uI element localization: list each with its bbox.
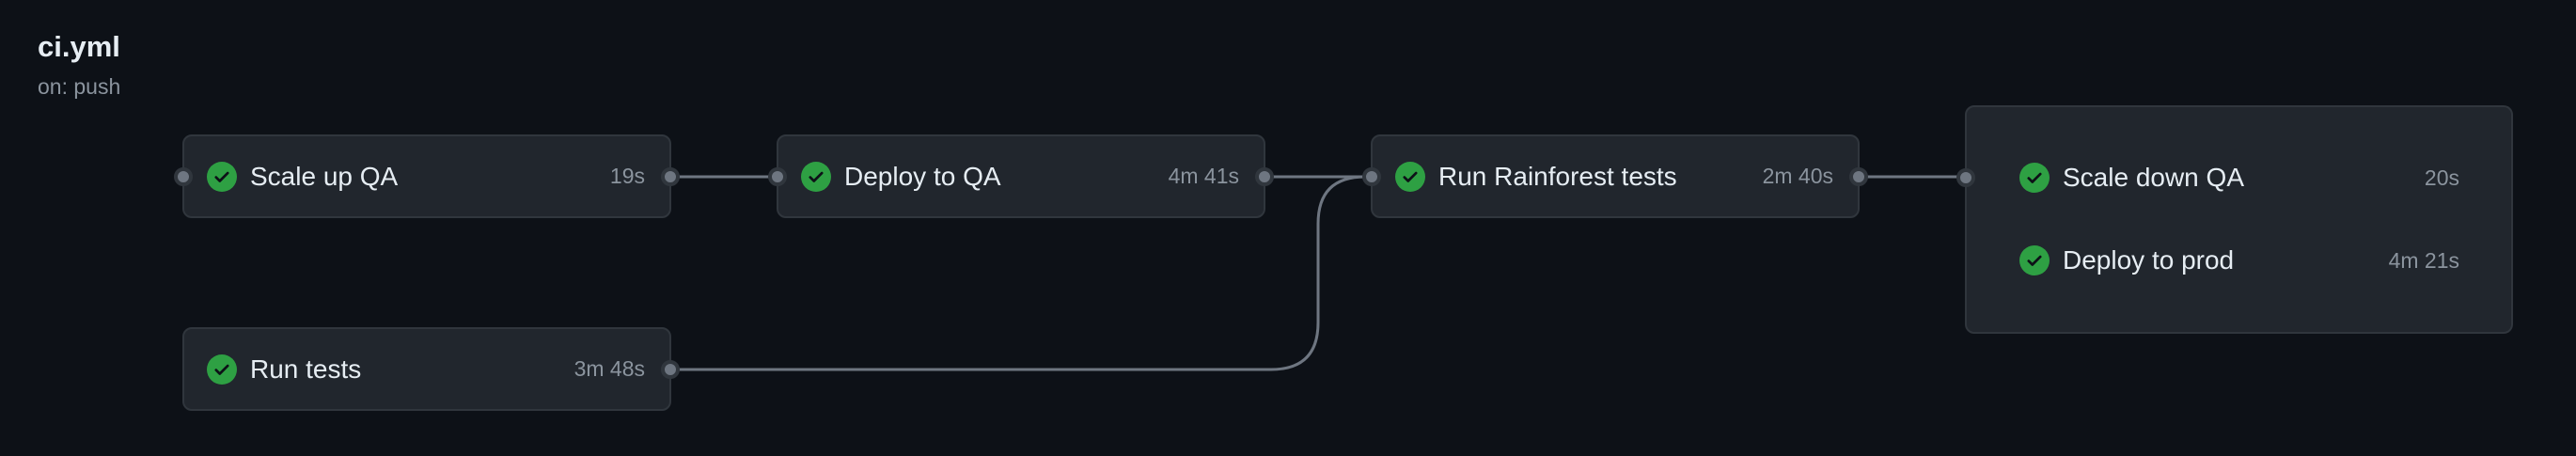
job-output-port — [661, 359, 680, 379]
job-input-port — [1362, 166, 1381, 186]
job-scale-up-qa[interactable]: Scale up QA 19s — [174, 134, 680, 218]
job-output-port — [661, 166, 680, 186]
job-output-port — [1255, 166, 1274, 186]
job-duration: 19s — [609, 164, 645, 188]
job-name: Scale down QA — [2063, 163, 2244, 192]
job-duration: 3m 48s — [573, 356, 645, 381]
check-circle-icon — [207, 354, 237, 385]
job-duration: 4m 21s — [2388, 247, 2459, 273]
job-run-rainforest-tests[interactable]: Run Rainforest tests 2m 40s — [1362, 134, 1868, 218]
job-input-port — [768, 166, 787, 186]
job-deploy-to-qa[interactable]: Deploy to QA 4m 41s — [768, 134, 1274, 218]
job-name: Run tests — [250, 354, 362, 384]
workflow-file-name: ci.yml — [38, 30, 120, 63]
job-name: Run Rainforest tests — [1438, 161, 1677, 191]
job-name: Scale up QA — [250, 161, 399, 191]
job-duration: 20s — [2424, 165, 2459, 190]
job-name: Deploy to QA — [844, 161, 1001, 191]
check-circle-icon — [801, 161, 831, 192]
job-output-port — [1849, 166, 1868, 186]
check-circle-icon — [207, 161, 237, 192]
job-input-port — [174, 166, 193, 186]
job-duration: 2m 40s — [1762, 164, 1833, 188]
check-circle-icon — [1395, 161, 1425, 192]
workflow-trigger: on: push — [38, 74, 121, 99]
job-name: Deploy to prod — [2063, 245, 2235, 275]
job-input-port — [1956, 168, 1975, 187]
job-duration: 4m 41s — [1168, 164, 1239, 188]
check-circle-icon — [2019, 163, 2050, 193]
job-scale-down-qa[interactable]: Scale down QA 20s — [2019, 157, 2459, 198]
job-deploy-to-prod[interactable]: Deploy to prod 4m 21s — [2019, 240, 2459, 281]
check-circle-icon — [2019, 245, 2050, 275]
job-group-final: Scale down QA 20s Deploy to prod 4m 21s — [1956, 105, 2513, 334]
job-run-tests[interactable]: Run tests 3m 48s — [182, 327, 680, 411]
connector-run-tests-to-rainforest — [670, 175, 1370, 371]
